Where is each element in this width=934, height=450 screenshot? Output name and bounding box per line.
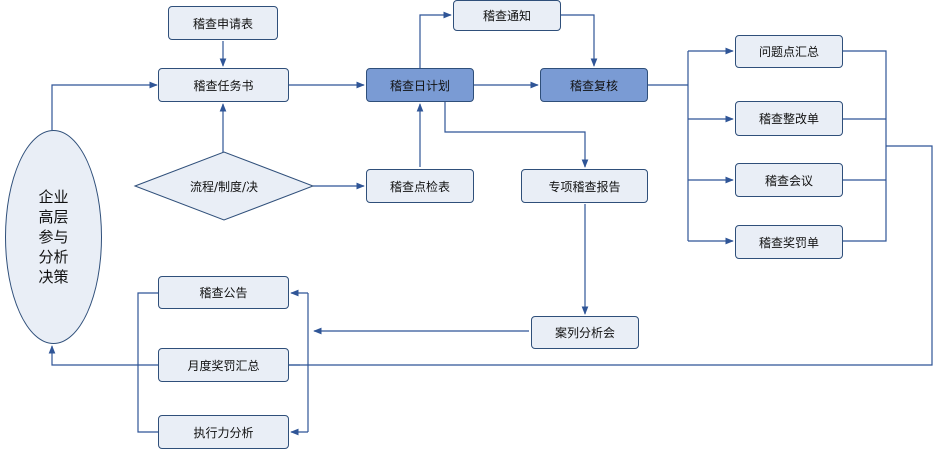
node-audit-notice: 稽查通知 — [453, 0, 561, 31]
node-special-audit-report: 专项稽查报告 — [521, 169, 648, 203]
decision-diamond — [133, 151, 315, 221]
node-label: 稽查通知 — [482, 9, 531, 23]
node-audit-review: 稽查复核 — [540, 68, 648, 102]
node-label: 稽查任务书 — [193, 78, 254, 93]
node-execution-analysis: 执行力分析 — [158, 415, 289, 449]
node-label: 稽查整改单 — [758, 112, 819, 126]
node-audit-day-plan: 稽查日计划 — [366, 68, 474, 102]
node-label: 执行力分析 — [193, 425, 254, 440]
connector-notice-to-review — [561, 14, 598, 67]
node-label: 专项稽查报告 — [548, 179, 621, 194]
node-reward-penalty-order: 稽查奖罚单 — [735, 225, 843, 259]
node-label: 稽查会议 — [764, 173, 813, 188]
node-label: 稽查奖罚单 — [758, 235, 819, 250]
node-label: 稽查复核 — [569, 78, 618, 93]
connector-feedback-loop — [48, 145, 933, 366]
node-rectification-order: 稽查整改单 — [735, 101, 843, 136]
node-label: 案列分析会 — [554, 326, 615, 340]
node-monthly-reward-summary: 月度奖罚汇总 — [158, 348, 289, 382]
node-label: 稽查日计划 — [389, 78, 450, 93]
connector-right-merge — [843, 50, 887, 242]
connector-dayplan-to-report — [444, 102, 589, 168]
node-label: 问题点汇总 — [758, 45, 819, 59]
node-issue-summary: 问题点汇总 — [735, 35, 843, 68]
node-label: 稽查点检表 — [389, 179, 450, 194]
decision-label: 流程/制度/决 — [189, 179, 259, 194]
node-label: 月度奖罚汇总 — [187, 358, 260, 373]
connector-dayplan-to-notice — [419, 11, 452, 68]
executive-decision-label: 企业高层参与分析决策 — [38, 188, 69, 286]
node-audit-meeting: 稽查会议 — [735, 163, 843, 197]
node-audit-task-book: 稽查任务书 — [158, 68, 289, 102]
connector-left-loop — [137, 292, 158, 433]
node-audit-announcement: 稽查公告 — [158, 276, 289, 309]
node-audit-request-form: 稽查申请表 — [168, 6, 278, 40]
node-label: 稽查公告 — [199, 286, 248, 300]
node-label: 稽查申请表 — [192, 16, 253, 31]
node-case-analysis-meeting: 案列分析会 — [531, 316, 639, 349]
executive-decision-oval: 企业高层参与分析决策 — [5, 130, 102, 344]
connector-exec-to-task — [51, 81, 158, 130]
node-audit-checklist: 稽查点检表 — [366, 169, 474, 203]
